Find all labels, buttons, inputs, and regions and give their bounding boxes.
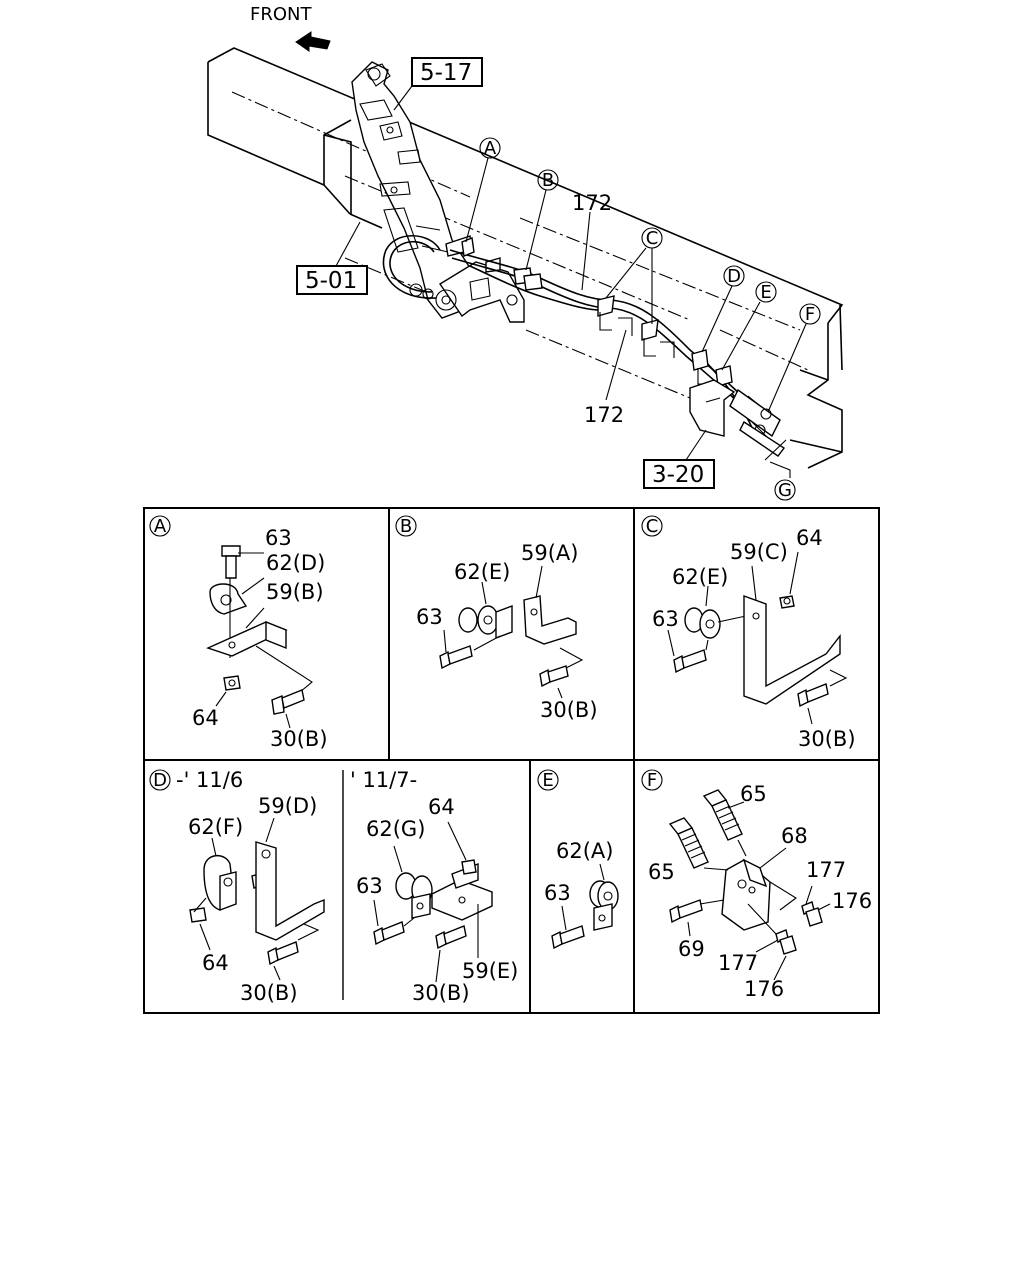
panel-d-letter: D bbox=[149, 769, 171, 791]
brake-pipes bbox=[449, 237, 791, 478]
panel-c-bolt30-label: 30(B) bbox=[798, 727, 856, 751]
panel-a: A 63 62(D) 59(B) 64 30(B) bbox=[149, 515, 328, 751]
panel-a-bolt-label: 63 bbox=[265, 526, 292, 550]
svg-text:C: C bbox=[646, 228, 659, 249]
front-label: FRONT bbox=[250, 4, 312, 25]
svg-text:E: E bbox=[760, 282, 771, 303]
panel-e-letter: E bbox=[537, 769, 559, 791]
panel-f-connector-top-label: 65 bbox=[740, 782, 767, 806]
panel-d-alt-clip-label: 62(G) bbox=[366, 817, 425, 841]
panel-d-alt-bolt30-label: 30(B) bbox=[412, 981, 470, 1005]
svg-text:D: D bbox=[727, 266, 741, 287]
panel-e-bolt-label: 63 bbox=[544, 881, 571, 905]
callout-b: B bbox=[537, 169, 559, 191]
panel-c-nut-label: 64 bbox=[796, 526, 823, 550]
panel-a-clip-label: 62(D) bbox=[266, 551, 325, 575]
svg-text:A: A bbox=[154, 516, 167, 537]
callout-d: D bbox=[723, 265, 745, 287]
svg-text:E: E bbox=[542, 770, 553, 791]
panel-d-alt-parts bbox=[373, 821, 493, 983]
callout-c: C bbox=[641, 227, 663, 249]
panel-c-letter: C bbox=[641, 515, 663, 537]
panel-b-bolt30-label: 30(B) bbox=[540, 698, 598, 722]
callout-f: F bbox=[799, 303, 821, 325]
panel-d: D -' 11/6 59(D) 62(F) 64 30(B) ' 11/7- 6… bbox=[149, 768, 518, 1005]
front-arrow-icon bbox=[295, 31, 331, 52]
ref-box-3-20: 3-20 bbox=[643, 459, 715, 489]
panel-b-bolt-label: 63 bbox=[416, 605, 443, 629]
panel-c-parts bbox=[667, 551, 848, 725]
panel-f-parts bbox=[668, 789, 831, 981]
panel-e-clip-label: 62(A) bbox=[556, 839, 613, 863]
svg-text:5-01: 5-01 bbox=[305, 268, 357, 294]
svg-text:F: F bbox=[647, 770, 657, 791]
pipe-label-172-top: 172 bbox=[572, 191, 612, 215]
panel-d-nut-label: 64 bbox=[202, 951, 229, 975]
panel-d-bracket-label: 59(D) bbox=[258, 794, 317, 818]
panel-a-parts bbox=[206, 545, 313, 729]
panel-f-seal-upper-label: 177 bbox=[806, 858, 846, 882]
panel-b-clip-label: 62(E) bbox=[454, 560, 510, 584]
panel-d-alt-period-label: ' 11/7- bbox=[350, 768, 417, 792]
panel-f-nut-lower-label: 176 bbox=[744, 977, 784, 1001]
panel-c-bolt-label: 63 bbox=[652, 607, 679, 631]
frame-rail bbox=[207, 47, 844, 469]
panel-d-parts bbox=[189, 817, 325, 981]
panel-e: E 62(A) 63 bbox=[537, 769, 619, 950]
callout-g: G bbox=[774, 479, 796, 501]
svg-text:3-20: 3-20 bbox=[652, 462, 704, 488]
panel-d-alt-bracket-label: 59(E) bbox=[462, 959, 518, 983]
panel-b-parts bbox=[439, 565, 584, 699]
svg-text:D: D bbox=[153, 770, 167, 791]
overview-illustration: FRONT bbox=[207, 4, 844, 501]
panel-f-bracket-label: 68 bbox=[781, 824, 808, 848]
panel-a-bracket-label: 59(B) bbox=[266, 580, 324, 604]
svg-text:C: C bbox=[646, 516, 659, 537]
pipe-label-172-bottom: 172 bbox=[584, 403, 624, 427]
svg-text:5-17: 5-17 bbox=[420, 60, 472, 86]
svg-text:A: A bbox=[484, 138, 497, 159]
panel-a-bolt30-label: 30(B) bbox=[270, 727, 328, 751]
callout-a: A bbox=[479, 137, 501, 159]
panel-b-bracket-label: 59(A) bbox=[521, 541, 578, 565]
panel-d-bolt30-label: 30(B) bbox=[240, 981, 298, 1005]
panel-e-parts bbox=[551, 863, 619, 950]
panel-c-bracket-label: 59(C) bbox=[730, 540, 788, 564]
panel-d-period-label: -' 11/6 bbox=[176, 768, 243, 792]
panel-d-clip-label: 62(F) bbox=[188, 815, 243, 839]
svg-text:F: F bbox=[805, 304, 815, 325]
valve-lever-assembly bbox=[351, 61, 525, 323]
panel-c: C 59(C) 64 62(E) 63 30(B) bbox=[641, 515, 856, 751]
panel-f-letter: F bbox=[641, 769, 663, 791]
panel-d-alt-bolt-label: 63 bbox=[356, 874, 383, 898]
panel-f-bolt-label: 69 bbox=[678, 937, 705, 961]
callout-e: E bbox=[755, 281, 777, 303]
panel-f: F 65 68 65 177 176 69 177 176 bbox=[641, 769, 872, 1001]
ref-box-5-17: 5-17 bbox=[411, 57, 483, 87]
panel-a-nut-label: 64 bbox=[192, 706, 219, 730]
ref-box-5-01: 5-01 bbox=[296, 265, 368, 295]
panel-d-alt-nut-label: 64 bbox=[428, 795, 455, 819]
panel-f-nut-upper-label: 176 bbox=[832, 889, 872, 913]
panel-b-letter: B bbox=[395, 515, 417, 537]
panel-a-letter: A bbox=[149, 515, 171, 537]
svg-text:B: B bbox=[400, 516, 412, 537]
panel-f-connector-left-label: 65 bbox=[648, 860, 675, 884]
svg-text:G: G bbox=[778, 480, 792, 501]
panel-b: B 59(A) 62(E) 63 30(B) bbox=[395, 515, 598, 722]
svg-text:B: B bbox=[542, 170, 554, 191]
panel-f-seal-lower-label: 177 bbox=[718, 951, 758, 975]
detail-grid bbox=[143, 507, 880, 1014]
panel-c-clip-label: 62(E) bbox=[672, 565, 728, 589]
